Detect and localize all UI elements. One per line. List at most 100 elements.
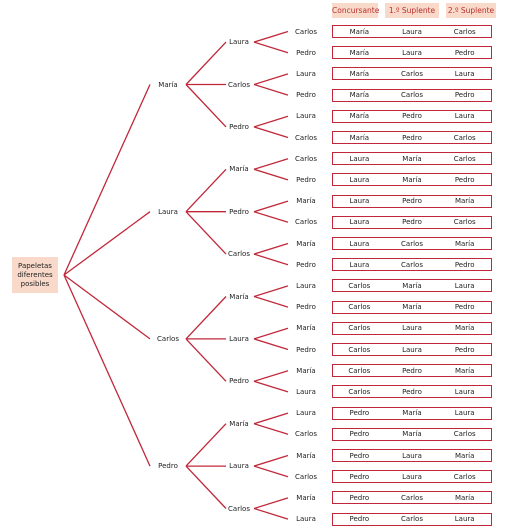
ballot-cell: Carlos (401, 493, 423, 502)
level2-label: Laura (229, 334, 249, 343)
branch-line (63, 211, 151, 276)
ballot-cell: Pedro (402, 133, 422, 142)
level3-label: Carlos (295, 154, 317, 163)
ballot-cell: María (402, 409, 422, 418)
branch-line (253, 41, 289, 54)
level3-label: Carlos (295, 430, 317, 439)
level3-label: Laura (296, 112, 316, 121)
ballot-cell: Pedro (402, 366, 422, 375)
level3-label: Laura (296, 281, 316, 290)
level2-label: Pedro (229, 122, 249, 131)
level1-label: Laura (158, 207, 178, 216)
branch-line (185, 465, 227, 509)
branch-line (253, 370, 289, 382)
ballot-cell: María (402, 303, 422, 312)
ballot-cell: Laura (402, 27, 422, 36)
level2-label: Carlos (228, 504, 250, 513)
level1-label: María (158, 80, 178, 89)
ballot-cell: Laura (349, 197, 370, 206)
level2-label: María (229, 419, 249, 428)
ballot-cell: Laura (349, 154, 370, 163)
ballot-cell: Pedro (349, 430, 370, 439)
ballot-cell: María (454, 493, 475, 502)
root-label: Papeletas diferentes posibles (17, 261, 53, 288)
ballot-cell: Laura (454, 69, 475, 78)
level3-label: Pedro (296, 345, 316, 354)
level1-label: Carlos (157, 334, 179, 343)
ballot-cell: María (402, 281, 422, 290)
level2-label: Laura (229, 38, 249, 47)
branch-line (253, 200, 289, 213)
ballot-cell: Carlos (401, 69, 423, 78)
level2-label: Carlos (228, 80, 250, 89)
level3-label: María (296, 451, 316, 460)
ballot-cell: Carlos (453, 133, 476, 142)
branch-line (253, 327, 289, 340)
ballot-cell: Carlos (453, 218, 476, 227)
level3-label: Laura (296, 69, 316, 78)
ballot-cell: Carlos (401, 239, 423, 248)
level3-label: Laura (296, 387, 316, 396)
branch-line (253, 168, 289, 181)
ballot-cell: Laura (402, 324, 422, 333)
ballot-cell: María (349, 112, 370, 121)
ballot-cell: María (402, 175, 422, 184)
header-segundo-suplente: 2.º Suplente (446, 3, 496, 18)
level3-label: Laura (296, 409, 316, 418)
branch-line (253, 73, 289, 86)
header-concursante: Concursante (332, 3, 379, 18)
branch-line (253, 158, 289, 170)
ballot-cell: María (349, 48, 370, 57)
branch-line (185, 296, 227, 340)
ballot-cell: Pedro (349, 515, 370, 524)
ballot-cell: Pedro (349, 472, 370, 481)
ballot-cell: Pedro (349, 493, 370, 502)
ballot-cell: Laura (454, 112, 475, 121)
ballot-cell: María (349, 27, 370, 36)
branch-line (253, 126, 289, 139)
ballot-cell: María (454, 366, 475, 375)
level2-label: Laura (229, 462, 249, 471)
ballot-cell: Carlos (348, 324, 371, 333)
ballot-cell: Pedro (402, 218, 422, 227)
root-node: Papeletas diferentes posibles (12, 257, 58, 293)
branch-line (253, 242, 289, 255)
ballot-cell: Laura (349, 239, 370, 248)
branch-line (253, 465, 289, 478)
ballot-cell: Pedro (349, 409, 370, 418)
ballot-row: María Pedro Laura (332, 109, 492, 123)
level3-label: Carlos (295, 472, 317, 481)
branch-line (253, 285, 289, 298)
branch-line (253, 454, 289, 467)
ballot-cell: Carlos (348, 387, 371, 396)
branch-line (253, 423, 289, 435)
level2-label: Pedro (229, 377, 249, 386)
ballot-cell: Laura (349, 175, 370, 184)
ballot-cell: Carlos (401, 260, 423, 269)
ballot-cell: Laura (454, 387, 475, 396)
ballot-cell: Carlos (453, 430, 476, 439)
branch-line (185, 211, 227, 255)
branch-line (63, 274, 151, 340)
level3-label: Pedro (296, 91, 316, 100)
branch-line (253, 507, 289, 520)
level3-label: Pedro (296, 303, 316, 312)
level2-label: María (229, 292, 249, 301)
ballot-cell: Laura (454, 515, 475, 524)
ballot-cell: Pedro (402, 112, 422, 121)
branch-line (253, 211, 289, 223)
ballot-cell: Pedro (402, 197, 422, 206)
